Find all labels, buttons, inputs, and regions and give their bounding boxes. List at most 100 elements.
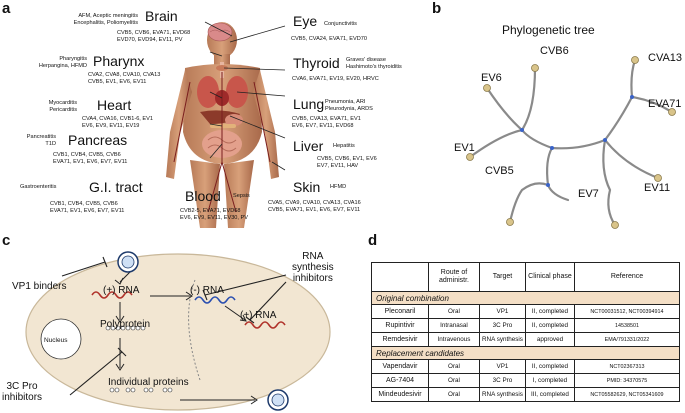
skin-disease: HFMD (330, 184, 347, 190)
nucleus-label: Nucleus (44, 337, 68, 344)
lung-diseases: Pneumonia, ARI Pleurodynia, ARDS (325, 99, 373, 112)
polyprotein-label: Polyprotein (100, 319, 151, 330)
liver-virus-line-2: EV7, EV11, HAV (317, 162, 359, 169)
section-title-replacement: Replacement candidates (371, 346, 680, 360)
target-cell: 3C Pro (479, 318, 526, 333)
heart-virus-line-2: EV6, EV9, EV11, EV19 (82, 122, 140, 129)
lung-disease-line-1: Pneumonia, ARI (325, 99, 366, 105)
table-row: Mindeudesivir Oral RNA synthesis III, co… (371, 387, 681, 402)
liver-viruses: CVB5, CVB6, EV1, EV6 EV7, EV11, HAV (317, 156, 377, 169)
drug-cell: Remdesivir (371, 332, 429, 347)
organ-liver-label: Liver (293, 138, 324, 154)
header-drug (371, 262, 429, 292)
eye-disease: Conjunctivitis (324, 21, 357, 27)
thyroid-disease-line-2: Hashimoto's thyroiditis (346, 63, 402, 70)
section-row: Replacement candidates (371, 346, 680, 360)
eye-viruses: CVB5, CVA24, EVA71, EVD70 (291, 36, 367, 42)
gi-viruses: CVB1, CVB4, CVB5, CVB6 EVA71, EV1, EV6, … (50, 201, 124, 214)
phase-cell: II, completed (524, 304, 575, 319)
heart-disease-line-2: Pericarditis (49, 106, 77, 113)
virus-particle-top (117, 251, 139, 273)
blood-virus-line-1: CVB2-5, EVA71, EVD68 (180, 208, 241, 214)
reference-cell: EMA/791331/2022 (573, 332, 681, 347)
pharynx-disease-line-2: Herpangina, HFMD (38, 62, 87, 69)
cell-body (25, 253, 331, 411)
leaf-ev1-marker (466, 153, 474, 161)
organ-thyroid-label: Thyroid (293, 55, 340, 71)
target-cell: RNA synthesis (479, 332, 526, 347)
leaf-ev11-label: EV11 (644, 182, 671, 194)
pancreas-virus-line-1: CVB1, CVB4, CVB5, CVB6 (53, 152, 121, 158)
phase-cell: II, completed (524, 359, 575, 374)
leaf-cvb6-marker (531, 64, 539, 72)
panel-b-letter: b (432, 0, 442, 17)
gi-virus-line-1: CVB1, CVB4, CVB5, CVB6 (50, 201, 118, 207)
brain-disease-line-2: Encephalitis, Poliomyelitis (73, 19, 138, 26)
reference-cell: NCT02367313 (573, 359, 681, 374)
organ-pancreas-label: Pancreas (68, 132, 128, 148)
antiviral-table: Route of administr. Target Clinical phas… (371, 262, 681, 402)
virus-particle-bottom (267, 389, 289, 411)
target-cell: VP1 (479, 359, 526, 374)
organ-skin-label: Skin (293, 179, 321, 195)
leaf-eva71-label: EVA71 (648, 98, 682, 110)
route-cell: Intravenous (428, 332, 480, 347)
gi-disease: Gastroenteritis (20, 184, 57, 190)
lung-viruses: CVB5, CVA13, EVA71, EV1 EV6, EV7, EV11, … (292, 116, 361, 129)
heart-disease-line-1: Myocarditis (48, 100, 77, 106)
pharynx-viruses: CVA2, CVA8, CVA10, CVA13 CVB5, EV1, EV6,… (88, 72, 160, 85)
pharynx-virus-line-1: CVA2, CVA8, CVA10, CVA13 (88, 72, 161, 78)
organ-eye-label: Eye (293, 13, 318, 29)
panel-a-letter: a (2, 0, 11, 17)
pancreas-virus-line-2: EVA71, EV1, EV6, EV7, EV11 (53, 158, 128, 165)
lung-virus-line-2: EV6, EV7, EV11, EVD68 (292, 122, 354, 129)
nucleus-circle (40, 318, 82, 360)
brain-diseases: AFM, Aceptic meningitis Encephalitis, Po… (20, 13, 138, 26)
route-cell: Oral (428, 304, 480, 319)
phase-cell: III, completed (524, 387, 575, 402)
thyroid-viruses: CVA6, EVA71, EV19, EV20, HRVC (292, 76, 379, 82)
target-cell: RNA synthesis (479, 387, 526, 402)
header-phase: Clinical phase (524, 262, 575, 292)
phylogenetic-tree (466, 56, 676, 229)
brain-virus-line-2: EVD70, EVD94, EV11, PV (117, 36, 183, 43)
pharynx-diseases: Pharyngitis Herpangina, HFMD (30, 56, 87, 69)
route-cell: Intranasal (428, 318, 480, 333)
negative-rna-label: (-) RNA (190, 285, 224, 296)
thyroid-diseases: Graves' disease Hashimoto's thyroiditis (346, 57, 402, 70)
route-cell: Oral (428, 387, 480, 402)
drug-cell: Mindeudesivir (371, 387, 429, 402)
vp1-binders-label: VP1 binders (12, 281, 67, 292)
organ-heart-label: Heart (97, 97, 132, 113)
leaf-cvb5-label: CVB5 (485, 165, 514, 177)
panel-d-letter: d (368, 232, 378, 249)
drug-cell: Vapendavir (371, 359, 429, 374)
header-target: Target (479, 262, 526, 292)
section-title-original: Original combination (371, 291, 680, 305)
section-row: Original combination (371, 291, 680, 305)
organ-lung-label: Lung (293, 96, 325, 112)
lung-virus-line-1: CVB5, CVA13, EVA71, EV1 (292, 116, 361, 122)
blood-virus-line-2: EV6, EV9, EV11, EV30, PV (180, 214, 248, 221)
rna-inhibitors-line-3: inhibitors (292, 273, 333, 284)
pro-inhibitors-line-2: inhibitors (2, 392, 43, 403)
phase-cell: II, completed (524, 318, 575, 333)
organ-gi-label: G.I. tract (89, 179, 143, 195)
table-row: Remdesivir Intravenous RNA synthesis app… (371, 332, 681, 347)
leaf-cva13-label: CVA13 (648, 52, 683, 64)
heart-diseases: Myocarditis Pericarditis (30, 100, 77, 113)
panel-c-letter: c (2, 232, 11, 249)
skin-viruses: CVA5, CVA9, CVA10, CVA13, CVA16 CVB5, EV… (268, 200, 361, 213)
leaf-ev6-label: EV6 (481, 72, 502, 84)
positive-rna-label-1: (+) RNA (103, 285, 140, 296)
human-body-illustration (166, 21, 286, 228)
skin-virus-line-1: CVA5, CVA9, CVA10, CVA13, CVA16 (268, 200, 361, 206)
blood-viruses: CVB2-5, EVA71, EVD68 EV6, EV9, EV11, EV3… (180, 208, 248, 221)
heart-viruses: CVA4, CVA16, CVB1-6, EV1 EV6, EV9, EV11,… (82, 116, 153, 129)
pancreas-diseases: Pancreatitis T1D (10, 134, 56, 147)
liver-virus-line-1: CVB5, CVB6, EV1, EV6 (317, 156, 377, 162)
pancreas-disease-line-1: Pancreatitis (26, 134, 56, 140)
drug-cell: Rupintivir (371, 318, 429, 333)
pharynx-virus-line-2: CVB5, EV1, EV6, EV11 (88, 78, 147, 85)
leaf-ev7-label: EV7 (578, 188, 599, 200)
